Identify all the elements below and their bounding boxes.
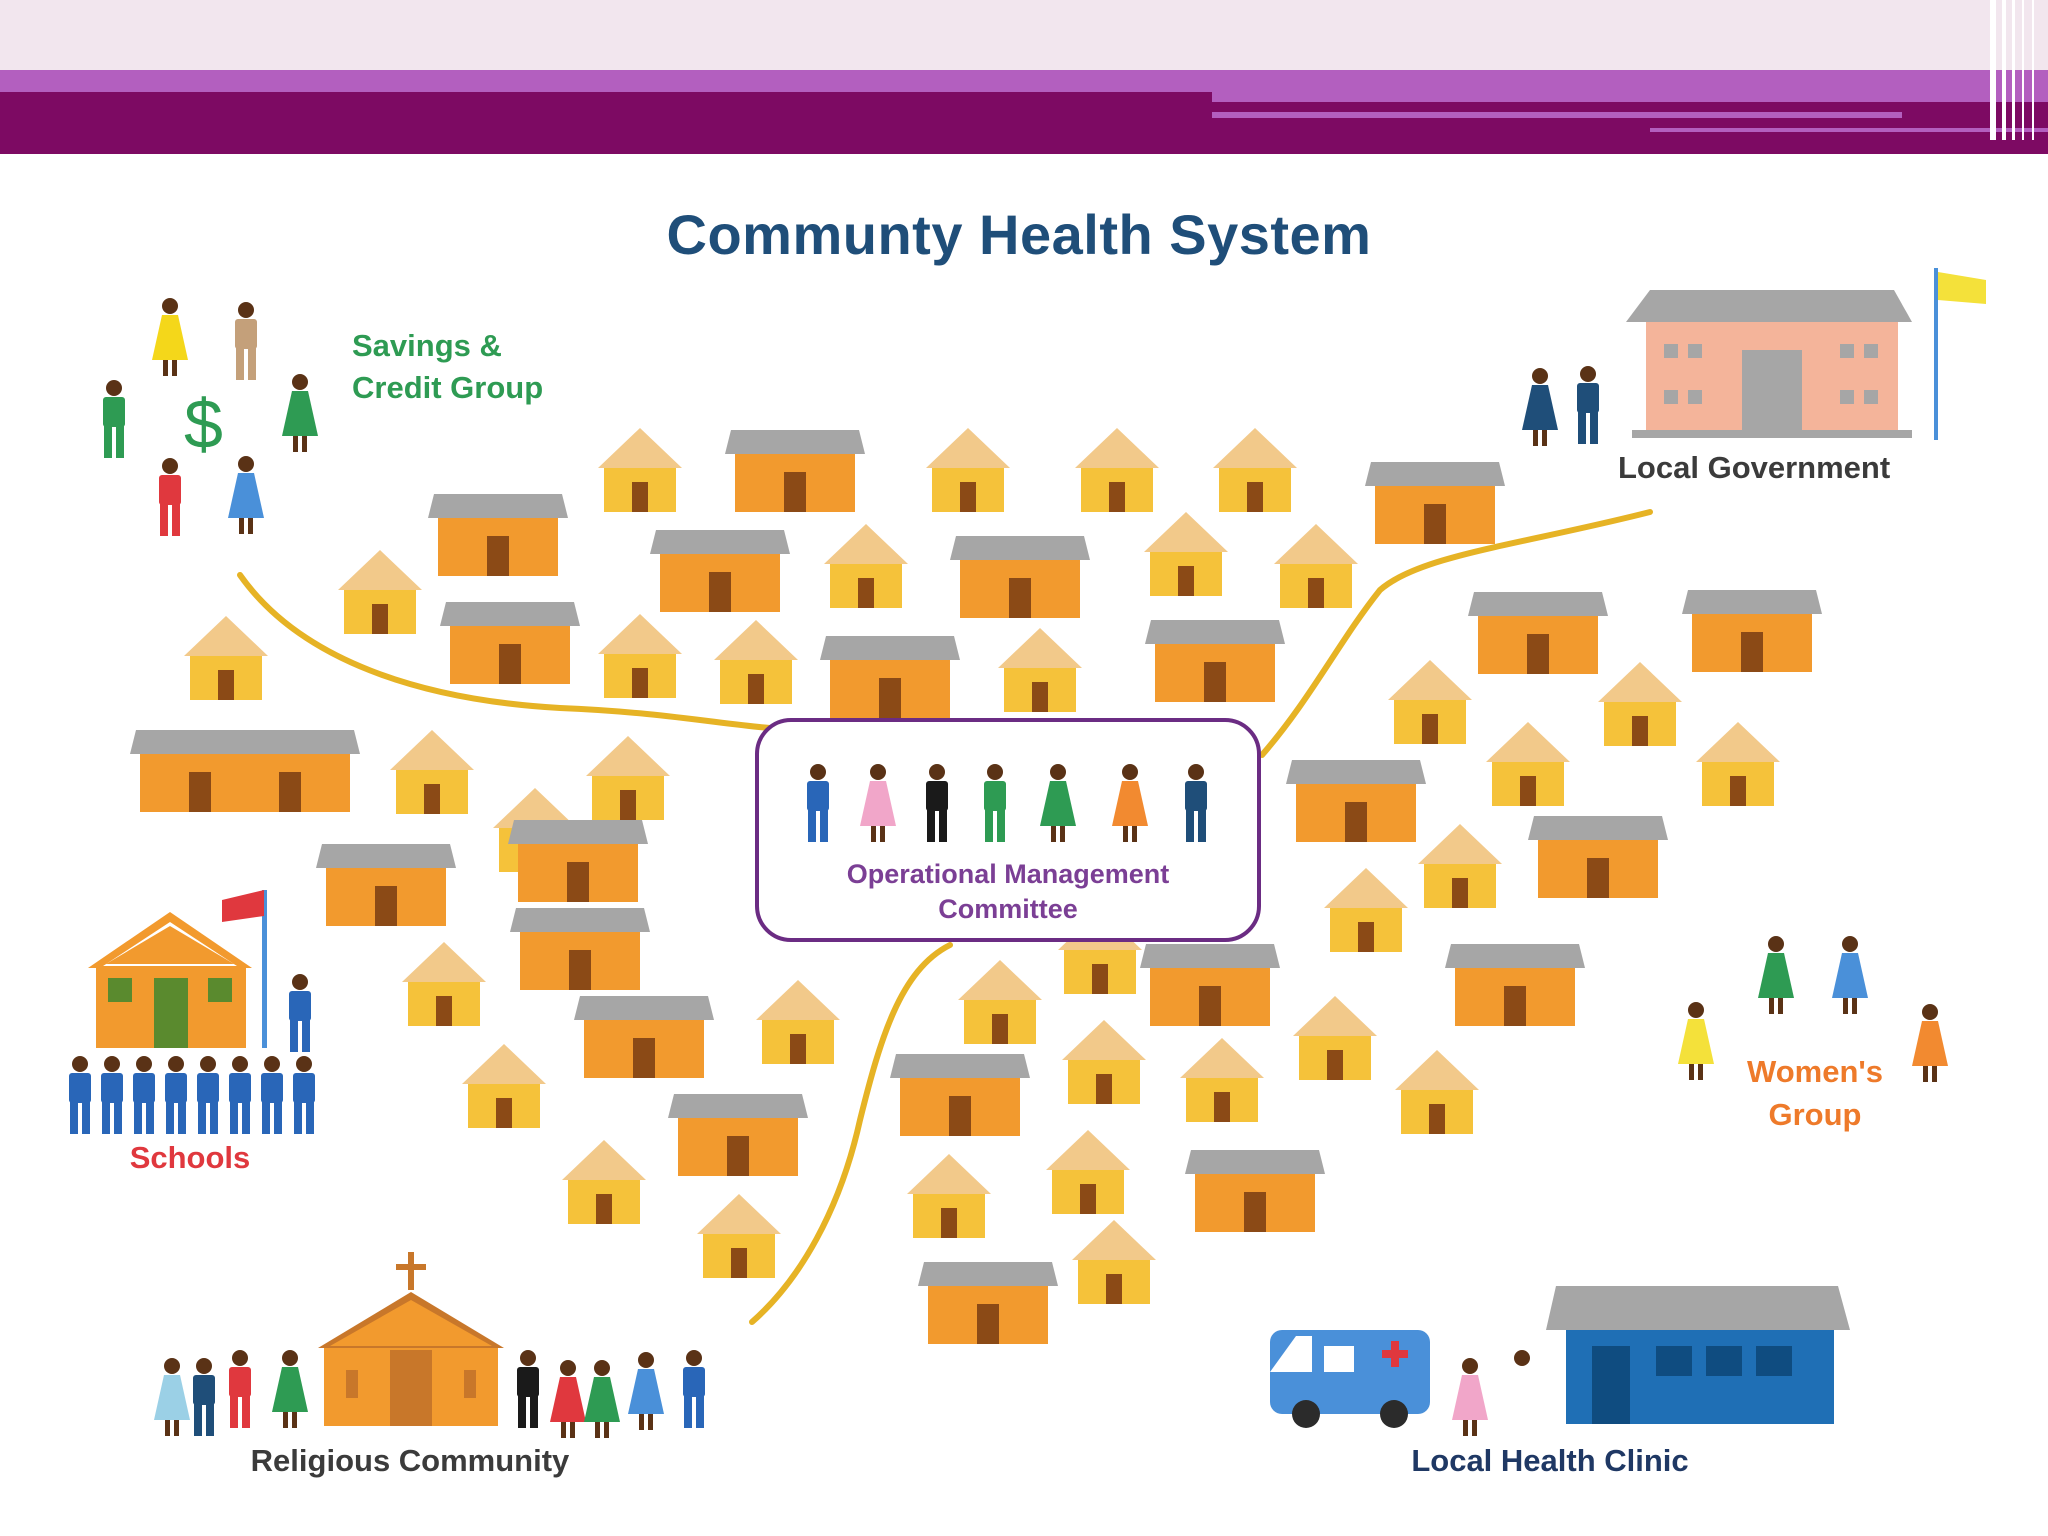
- road-northeast: [1259, 509, 1653, 758]
- road-northwest: [237, 572, 773, 731]
- women-label-line2: Group: [1768, 1097, 1862, 1132]
- road-south: [749, 942, 953, 1325]
- header-banner: [0, 0, 2048, 154]
- local-government-building: [1522, 268, 1986, 446]
- savings-label-line1: Savings &: [352, 328, 502, 363]
- savings-credit-group-label: Savings & Credit Group: [352, 325, 543, 409]
- omc-label-line1: Operational Management: [846, 859, 1170, 889]
- flag-icon: [1938, 272, 1986, 304]
- flag-icon: [222, 890, 264, 922]
- women-label-line1: Women's: [1747, 1054, 1883, 1089]
- page-title: Communty Health System: [666, 203, 1372, 266]
- ambulance-icon: [1270, 1330, 1430, 1428]
- church-building: [154, 1252, 705, 1438]
- womens-group-label: Women's Group: [1700, 1050, 1930, 1136]
- savings-group-figures: $: [103, 298, 318, 536]
- operational-management-committee-label: Operational Management Committee: [757, 857, 1259, 927]
- omc-label-line2: Committee: [938, 894, 1078, 924]
- local-health-clinic-label: Local Health Clinic: [1411, 1443, 1689, 1478]
- roads: [237, 509, 1653, 1325]
- local-government-label: Local Government: [1618, 450, 1891, 485]
- savings-label-line2: Credit Group: [352, 370, 544, 405]
- religious-community-label: Religious Community: [250, 1443, 570, 1478]
- operational-management-committee-box: [755, 718, 1261, 942]
- schools-label: Schools: [129, 1140, 251, 1175]
- dollar-sign-icon: $: [184, 385, 223, 463]
- school-building: [69, 890, 315, 1134]
- health-clinic-building: [1270, 1286, 1850, 1436]
